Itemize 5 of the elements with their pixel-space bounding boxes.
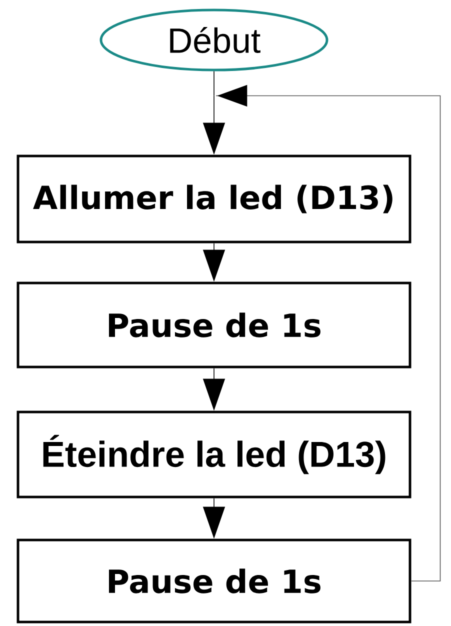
process-box: Pause de 1s — [16, 538, 412, 624]
arrow — [216, 84, 441, 582]
process-box: Pause de 1s — [16, 282, 412, 368]
process-box: Éteindre la led (D13) — [16, 410, 412, 498]
process-box: Allumer la led (D13) — [16, 154, 412, 244]
